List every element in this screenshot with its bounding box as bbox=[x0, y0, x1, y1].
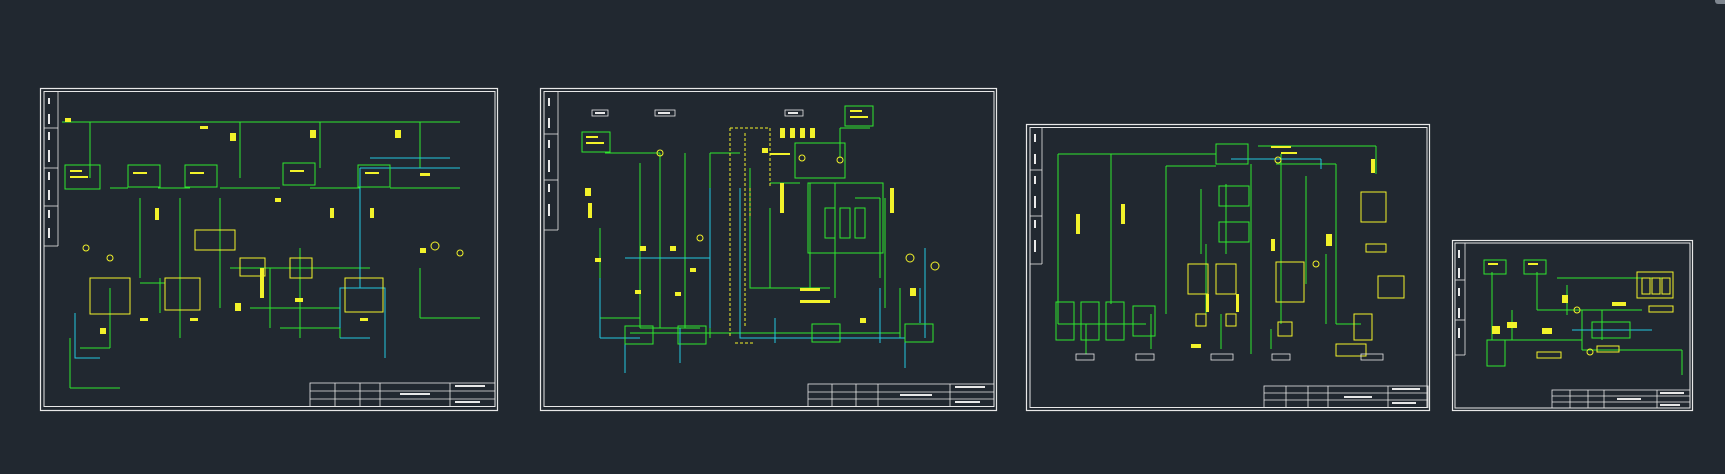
equipment-blocks bbox=[64, 162, 391, 190]
title-block bbox=[309, 382, 496, 407]
equipment-blocks bbox=[581, 105, 934, 345]
margin-strip bbox=[544, 91, 559, 231]
process-lines-green bbox=[62, 121, 480, 389]
drawing-sheet-1[interactable] bbox=[39, 87, 500, 413]
process-lines-cyan bbox=[599, 188, 926, 373]
drawing-sheet-3[interactable] bbox=[1025, 123, 1432, 414]
margin-strip bbox=[1455, 243, 1466, 356]
drawing-sheet-4[interactable] bbox=[1451, 239, 1696, 414]
process-lines-dashed bbox=[729, 127, 771, 344]
title-block bbox=[1263, 385, 1429, 408]
title-block bbox=[807, 383, 995, 407]
drawing-sheet-2[interactable] bbox=[539, 87, 1000, 413]
viewcube-tab[interactable] bbox=[1715, 0, 1725, 4]
process-lines-cyan bbox=[1231, 158, 1322, 169]
margin-strip bbox=[44, 91, 59, 247]
margin-strip bbox=[1030, 127, 1043, 265]
legend-tags bbox=[591, 109, 804, 117]
equipment-symbols bbox=[1488, 263, 1674, 359]
title-block bbox=[1551, 389, 1691, 409]
equipment-symbols bbox=[65, 118, 464, 334]
equipment-tags bbox=[1075, 353, 1384, 361]
equipment-blocks bbox=[1055, 143, 1250, 341]
equipment-blocks bbox=[1483, 259, 1631, 367]
equipment-symbols bbox=[585, 110, 940, 323]
process-lines-cyan bbox=[74, 157, 460, 359]
equipment-symbols bbox=[1076, 146, 1405, 357]
process-lines-green bbox=[1491, 272, 1683, 375]
process-lines-green bbox=[1057, 145, 1377, 354]
